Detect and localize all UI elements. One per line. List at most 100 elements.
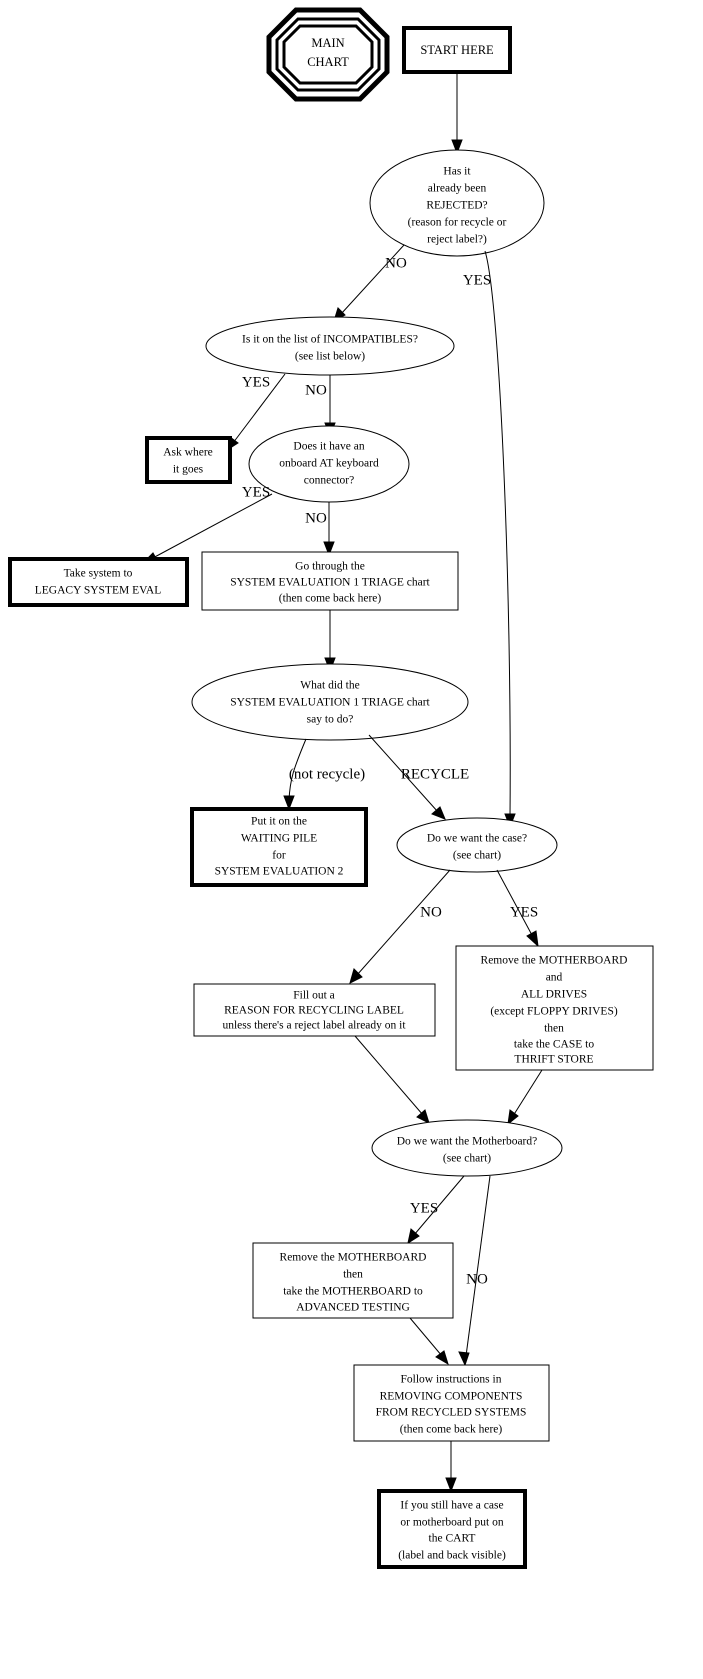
edge-advanced-to-removing [409,1317,449,1366]
what-did-triage-ellipse[interactable] [191,663,469,741]
go-triage-box[interactable] [201,551,459,611]
recycling-label-box[interactable] [193,983,436,1037]
waiting-pile-box[interactable] [190,807,368,887]
remove-mb-adv-line-1: Remove the MOTHERBOARD [280,1252,427,1264]
node-what-did-triage-say[interactable]: What did the SYSTEM EVALUATION 1 TRIAGE … [191,663,469,741]
removing-components-line-1: Follow instructions in [401,1374,502,1386]
removing-components-line-2: REMOVING COMPONENTS [380,1391,523,1403]
node-cart[interactable]: If you still have a case or motherboard … [377,1489,527,1569]
cart-box[interactable] [377,1489,527,1569]
removing-components-line-3: FROM RECYCLED SYSTEMS [376,1407,527,1419]
start-here-box[interactable] [402,26,512,74]
edge-label-at-yes: YES [242,484,270,500]
go-triage-line-1: Go through the [295,561,365,573]
remove-mb-case-line-3: ALL DRIVES [521,989,587,1001]
main-chart-label-line2: CHART [307,55,349,69]
cart-line-1: If you still have a case [400,1500,503,1512]
edge-label-case-no: NO [420,904,442,920]
start-here-label: START HERE [420,43,494,57]
edge-label-not-recycle: (not recycle) [289,766,365,782]
node-at-keyboard-connector[interactable]: Does it have an onboard AT keyboard conn… [248,425,410,503]
recycling-label-line-1: Fill out a [293,990,335,1002]
cart-line-2: or motherboard put on [400,1517,503,1529]
edge-label-recycle: RECYCLE [401,766,469,782]
ask-where-line-1: Ask where [163,447,213,459]
edge-label-incompat-no: NO [305,382,327,398]
cart-line-4: (label and back visible) [398,1550,506,1562]
ask-where-line-2: it goes [173,464,204,476]
node-waiting-pile[interactable]: Put it on the WAITING PILE for SYSTEM EV… [190,807,368,887]
node-remove-motherboard-advanced[interactable]: Remove the MOTHERBOARD then take the MOT… [252,1242,454,1319]
octagon-inner-ring [282,24,374,85]
incompatibles-ellipse[interactable] [205,316,455,376]
edge-recycling-to-motherboard [354,1035,430,1124]
remove-mb-case-box[interactable] [455,945,654,1071]
at-keyboard-line-3: connector? [304,475,354,487]
remove-mb-case-line-2: and [546,972,563,984]
main-chart-label-line1: MAIN [311,36,344,50]
at-keyboard-line-1: Does it have an [293,441,364,453]
edge-at-yes: YES [141,484,273,564]
cart-line-3: the CART [429,1533,476,1545]
want-case-ellipse[interactable] [396,817,558,873]
node-removing-components[interactable]: Follow instructions in REMOVING COMPONEN… [353,1364,550,1442]
edge-label-mb-no: NO [466,1271,488,1287]
edge-label-case-yes: YES [510,904,538,920]
legacy-eval-line-1: Take system to [64,568,133,580]
edge-label-rejected-no: NO [385,255,407,271]
rejected-line-4: (reason for recycle or [408,217,507,229]
node-start-here[interactable]: START HERE [402,26,512,74]
removing-components-line-4: (then come back here) [400,1424,503,1436]
node-incompatibles[interactable]: Is it on the list of INCOMPATIBLES? (see… [205,316,455,376]
node-do-we-want-motherboard[interactable]: Do we want the Motherboard? (see chart) [371,1119,563,1177]
edge-at-no: NO [305,502,335,557]
node-has-been-rejected[interactable]: Has it already been REJECTED? (reason fo… [369,149,545,257]
edge-start-to-rejected [451,72,463,155]
node-do-we-want-case[interactable]: Do we want the case? (see chart) [396,817,558,873]
want-case-line-1: Do we want the case? [427,833,527,845]
edge-not-recycle: (not recycle) [283,738,365,811]
remove-mb-adv-line-3: take the MOTHERBOARD to [283,1286,423,1298]
remove-mb-case-line-4: (except FLOPPY DRIVES) [490,1006,618,1018]
legacy-eval-box[interactable] [8,557,189,607]
legacy-eval-line-2: LEGACY SYSTEM EVAL [35,585,162,597]
node-ask-where-it-goes[interactable]: Ask where it goes [145,436,232,484]
edge-label-at-no: NO [305,510,327,526]
waiting-pile-line-1: Put it on the [251,816,307,828]
remove-mb-case-line-7: THRIFT STORE [514,1054,593,1066]
edge-rejected-no: NO [333,244,407,323]
main-chart-badge: MAIN CHART [266,7,390,102]
rejected-line-1: Has it [443,166,471,178]
edge-label-rejected-yes: YES [463,272,491,288]
waiting-pile-line-3: for [272,850,286,862]
rejected-line-5: reject label?) [427,234,487,246]
what-triage-line-2: SYSTEM EVALUATION 1 TRIAGE chart [230,697,430,709]
edge-recycle: RECYCLE [368,734,469,820]
incompatibles-line-1: Is it on the list of INCOMPATIBLES? [242,334,418,346]
node-legacy-system-eval[interactable]: Take system to LEGACY SYSTEM EVAL [8,557,189,607]
remove-mb-advanced-box[interactable] [252,1242,454,1319]
remove-mb-case-line-6: take the CASE to [514,1039,594,1051]
waiting-pile-line-4: SYSTEM EVALUATION 2 [215,866,344,878]
at-keyboard-line-2: onboard AT keyboard [279,458,379,470]
octagon-outer-ring [266,7,390,102]
removing-components-box[interactable] [353,1364,550,1442]
node-remove-motherboard-case[interactable]: Remove the MOTHERBOARD and ALL DRIVES (e… [455,945,654,1071]
remove-mb-adv-line-4: ADVANCED TESTING [296,1302,410,1314]
node-go-through-triage[interactable]: Go through the SYSTEM EVALUATION 1 TRIAG… [201,551,459,611]
rejected-line-2: already been [428,183,487,195]
go-triage-line-3: (then come back here) [279,593,382,605]
remove-mb-case-line-1: Remove the MOTHERBOARD [481,955,628,967]
what-triage-line-1: What did the [300,680,359,692]
rejected-ellipse[interactable] [369,149,545,257]
node-recycling-label[interactable]: Fill out a REASON FOR RECYCLING LABEL un… [193,983,436,1037]
what-triage-line-3: say to do? [307,714,354,726]
remove-mb-adv-line-2: then [343,1269,363,1281]
rejected-line-3: REJECTED? [426,200,487,212]
recycling-label-line-2: REASON FOR RECYCLING LABEL [224,1005,404,1017]
want-motherboard-ellipse[interactable] [371,1119,563,1177]
recycling-label-line-3: unless there's a reject label already on… [222,1020,406,1032]
remove-mb-case-line-5: then [544,1023,564,1035]
ask-where-box[interactable] [145,436,232,484]
